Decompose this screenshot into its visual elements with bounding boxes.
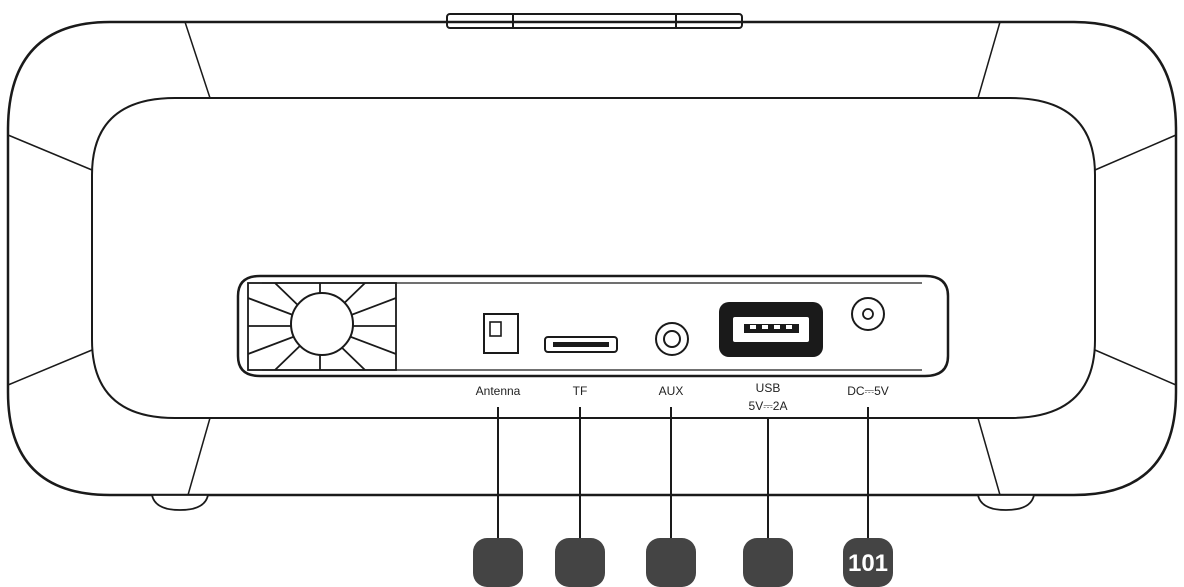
label-usb: USB [756, 381, 781, 395]
aux-jack [655, 322, 689, 356]
callout-tf [555, 538, 605, 587]
speaker-feet [150, 494, 1036, 511]
port-labels: Antenna TF AUX USB 5V⎓2A DC⎓5V [476, 381, 889, 413]
callout-markers: 101 [473, 538, 893, 587]
label-aux: AUX [659, 384, 684, 398]
usb-port [719, 302, 823, 357]
label-antenna: Antenna [476, 384, 521, 398]
tf-card-slot [544, 336, 618, 353]
speaker-body-outline [6, 20, 1178, 497]
body-seam-lines [7, 21, 1177, 496]
dc-power-jack [851, 297, 885, 331]
vent-grille [247, 282, 397, 371]
callout-usb [743, 538, 793, 587]
back-panel-outline [91, 97, 1096, 419]
callout-antenna [473, 538, 523, 587]
label-dc: DC⎓5V [847, 384, 889, 398]
callout-dc: 101 [843, 538, 893, 587]
label-usb-rating: 5V⎓2A [749, 399, 788, 413]
antenna-port [483, 313, 519, 354]
label-tf: TF [573, 384, 588, 398]
callout-leader-lines [497, 407, 869, 540]
callout-dc-number: 101 [848, 550, 888, 577]
callout-aux [646, 538, 696, 587]
